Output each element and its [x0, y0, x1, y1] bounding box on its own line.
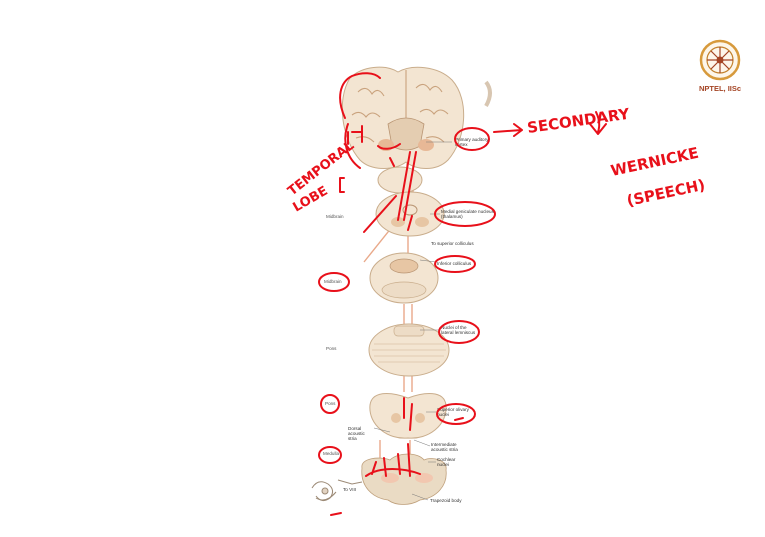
level-label-pons-upper: Pons — [326, 346, 337, 351]
ink-bracket-lobe — [340, 178, 344, 192]
auditory-pathway-diagram: Primary auditory cortex Medial geniculat… — [312, 67, 495, 504]
label-trapezoid-body: Trapezoid body — [430, 498, 462, 503]
label-medial-geniculate-2: (thalamus) — [441, 214, 463, 219]
coronal-brain-section — [342, 67, 463, 168]
ink-tick-olivary — [455, 418, 463, 420]
medulla-section — [362, 454, 446, 505]
ink-text-wernicke: WERNICKE — [609, 144, 700, 180]
lower-midbrain-section — [370, 253, 438, 303]
label-inferior-colliculus: Inferior colliculus — [437, 261, 472, 266]
label-lateral-lemniscus-2: lateral lemniscus — [441, 330, 476, 335]
handwritten-annotations: TEMPORAL LOBE SECONDARY WERNICKE (SPEECH… — [285, 73, 706, 515]
label-cochlear-nuclei-2: nuclei — [437, 462, 449, 467]
level-label-midbrain-upper: Midbrain — [326, 214, 344, 219]
label-to-viii: To VIII — [343, 487, 356, 492]
nptel-logo: NPTEL, IISc — [699, 41, 741, 93]
label-superior-olivary-2: nuclei — [437, 412, 449, 417]
ink-text-secondary: SECONDARY — [526, 105, 632, 137]
hemisphere-fragment — [486, 82, 490, 106]
label-to-superior-colliculus: To superior colliculus — [431, 241, 474, 246]
nptel-logo-caption: NPTEL, IISc — [699, 84, 741, 93]
level-label-pons-lower: Pons — [325, 401, 336, 406]
label-dorsal-acoustic-stria-3: stria — [348, 436, 357, 441]
level-label-medulla: Medulla — [323, 451, 340, 456]
lower-pons-section — [370, 394, 446, 439]
upper-pons-section — [369, 324, 449, 376]
label-intermediate-acoustic-stria-2: acoustic stria — [431, 447, 458, 452]
level-label-midbrain-lower: Midbrain — [324, 279, 342, 284]
ink-arrow-to-secondary — [494, 124, 522, 136]
ink-underline-ear — [331, 513, 341, 515]
ink-text-speech: (SPEECH) — [625, 176, 707, 210]
